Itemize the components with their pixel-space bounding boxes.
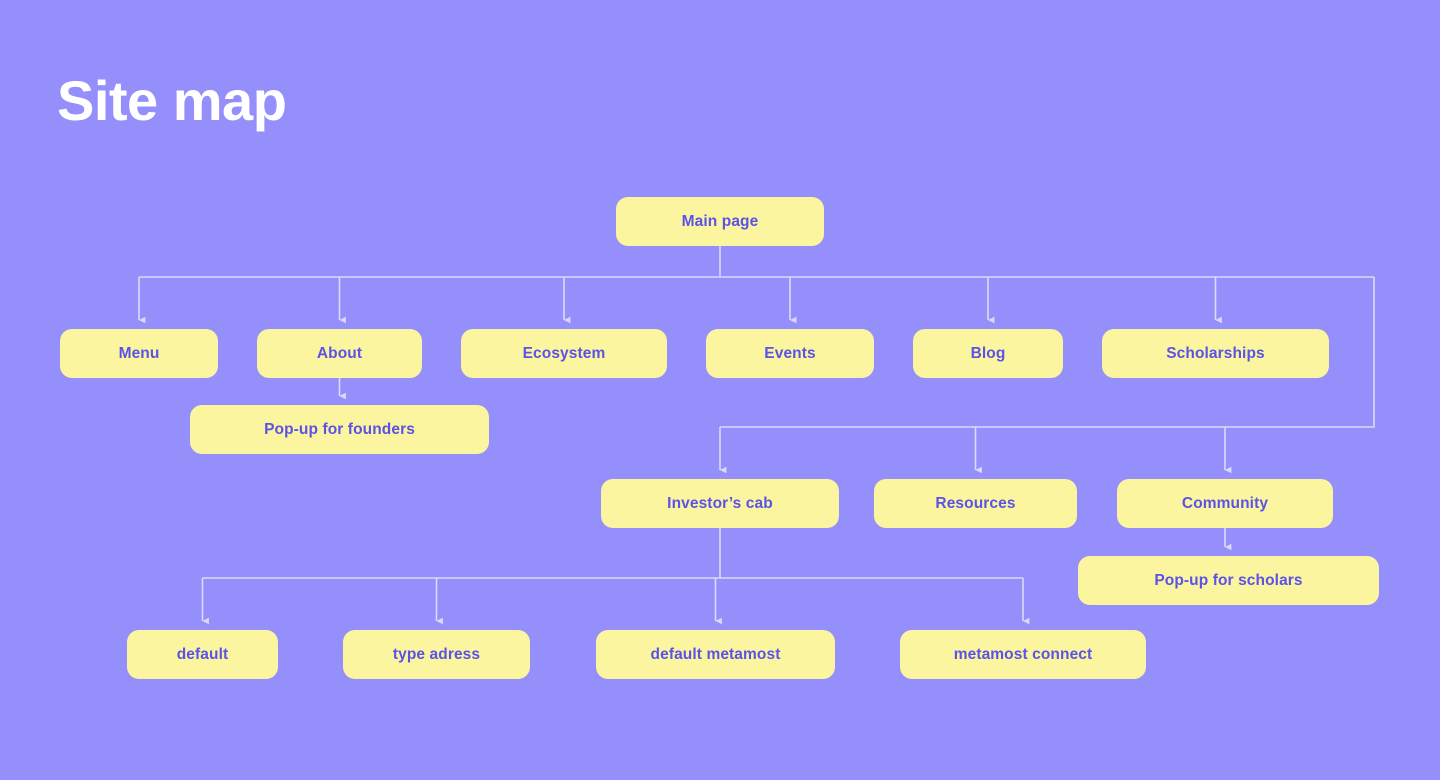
- node-about[interactable]: About: [257, 329, 422, 378]
- node-label: Pop-up for founders: [264, 420, 415, 438]
- node-metamost-connect[interactable]: metamost connect: [900, 630, 1146, 679]
- edge-bus-row3: [720, 277, 1375, 428]
- node-label: Resources: [935, 494, 1016, 512]
- node-menu[interactable]: Menu: [60, 329, 218, 378]
- node-label: Menu: [118, 344, 160, 362]
- page-title: Site map: [57, 69, 287, 132]
- node-type-adress[interactable]: type adress: [343, 630, 530, 679]
- node-label: Ecosystem: [522, 344, 606, 362]
- node-blog[interactable]: Blog: [913, 329, 1063, 378]
- node-label: Scholarships: [1166, 344, 1265, 362]
- node-label: default: [176, 645, 229, 663]
- node-label: Main page: [681, 212, 759, 230]
- node-scholarships[interactable]: Scholarships: [1102, 329, 1329, 378]
- node-popup-scholars[interactable]: Pop-up for scholars: [1078, 556, 1379, 605]
- node-label: Pop-up for scholars: [1154, 571, 1303, 589]
- node-community[interactable]: Community: [1117, 479, 1333, 528]
- node-popup-founders[interactable]: Pop-up for founders: [190, 405, 489, 454]
- node-events[interactable]: Events: [706, 329, 874, 378]
- node-label: metamost connect: [953, 645, 1093, 663]
- node-investors-cab[interactable]: Investor’s cab: [601, 479, 839, 528]
- node-label: Events: [764, 344, 816, 362]
- node-label: About: [316, 344, 363, 362]
- node-label: default metamost: [650, 645, 781, 663]
- node-default-metamost[interactable]: default metamost: [596, 630, 835, 679]
- node-ecosystem[interactable]: Ecosystem: [461, 329, 667, 378]
- node-main-page[interactable]: Main page: [616, 197, 824, 246]
- node-label: type adress: [392, 645, 481, 663]
- node-label: Community: [1181, 494, 1269, 512]
- node-label: Investor’s cab: [667, 494, 773, 512]
- node-default[interactable]: default: [127, 630, 278, 679]
- node-resources[interactable]: Resources: [874, 479, 1077, 528]
- node-label: Blog: [970, 344, 1006, 362]
